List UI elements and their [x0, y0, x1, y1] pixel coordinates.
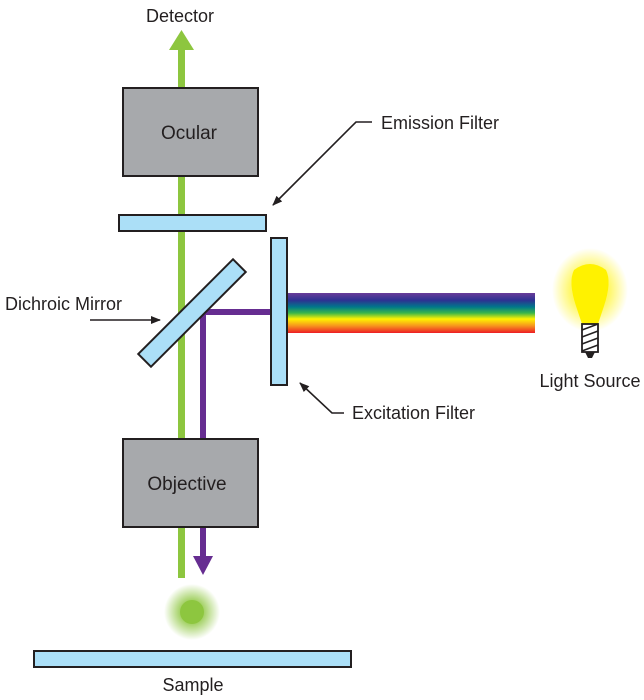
objective: Objective — [122, 438, 259, 528]
ocular-label: Ocular — [161, 123, 218, 144]
excitation-filter-pointer — [299, 382, 344, 414]
objective-label: Objective — [147, 474, 226, 495]
ocular-box — [122, 87, 259, 177]
excitation-beam — [193, 309, 272, 575]
excitation-filter — [270, 237, 288, 386]
light-source-label: Light Source — [539, 371, 640, 391]
light-spectrum-beam — [288, 293, 535, 333]
excitation-filter-label: Excitation Filter — [352, 403, 475, 423]
sample-label: Sample — [162, 675, 223, 695]
fluorescent-specimen — [164, 584, 220, 640]
excitation-beam-horizontal — [200, 309, 272, 315]
emission-filter — [118, 214, 267, 232]
excitation-beam-vertical — [200, 309, 206, 559]
dichroic-mirror-label: Dichroic Mirror — [5, 294, 122, 314]
bulb-glass — [571, 264, 609, 324]
emission-filter-pointer — [272, 121, 372, 206]
emission-filter-label: Emission Filter — [381, 113, 499, 133]
objective-box — [122, 438, 259, 528]
sample-slide — [33, 650, 352, 668]
specimen-dot — [180, 600, 204, 624]
ocular: Ocular — [122, 87, 259, 177]
bulb-tip — [585, 352, 595, 358]
excitation-arrow-head — [193, 556, 213, 575]
light-bulb-icon — [552, 248, 628, 358]
dichroic-mirror — [136, 257, 248, 369]
emission-arrow-head — [169, 30, 194, 50]
detector-label: Detector — [146, 6, 214, 26]
